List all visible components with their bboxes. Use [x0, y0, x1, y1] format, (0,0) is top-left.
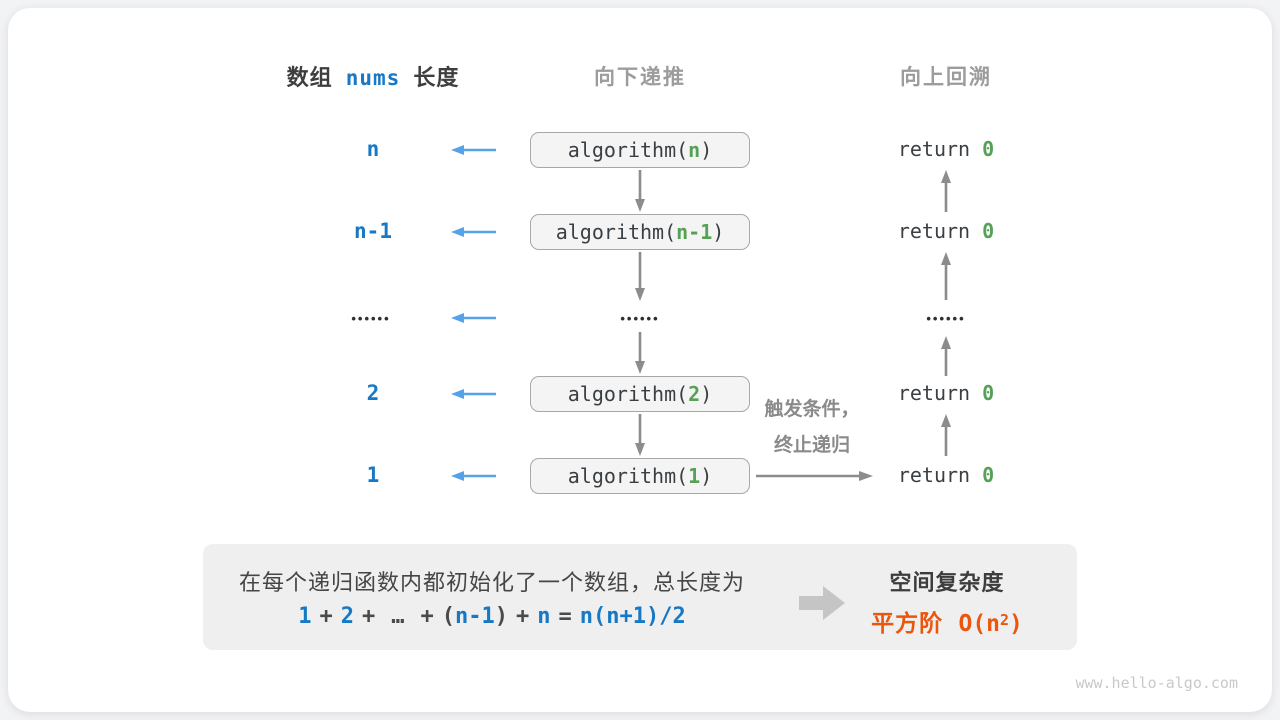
left-arrow-row-ellipsis — [451, 313, 496, 323]
complexity-value: 平方阶 O(n2) — [871, 604, 1023, 638]
up-arrow-4 — [941, 414, 951, 456]
call-box-2: algorithm(2) — [530, 376, 750, 412]
summary-description: 在每个递归函数内都初始化了一个数组，总长度为 — [238, 570, 746, 595]
length-label-n: n — [366, 137, 380, 161]
call-arg-n: n — [688, 138, 701, 162]
down-arrow-4 — [635, 414, 645, 456]
left-arrow-row-n-1 — [451, 227, 496, 237]
formula-result: n(n+1)/2 — [579, 604, 686, 629]
call-arg-1: 1 — [688, 464, 701, 488]
call-arg-2: 2 — [688, 382, 701, 406]
length-ellipsis: •••••• — [351, 311, 391, 326]
return-value: 0 — [982, 219, 995, 243]
return-text-2: return 0 — [897, 381, 995, 405]
length-label-1: 1 — [366, 463, 380, 487]
call-text-1: algorithm(1) — [567, 464, 713, 488]
call-text-n-1: algorithm(n-1) — [555, 220, 725, 244]
header-backtrack-up: 向上回溯 — [900, 66, 992, 89]
summary-box — [203, 544, 1077, 650]
left-arrow-row-1 — [451, 471, 496, 481]
down-arrow-3 — [635, 332, 645, 374]
return-value: 0 — [982, 381, 995, 405]
return-ellipsis: •••••• — [926, 311, 966, 326]
length-label-2: 2 — [366, 381, 380, 405]
call-ellipsis: •••••• — [620, 311, 660, 326]
down-arrow-2 — [635, 252, 645, 301]
formula-term-1: 1 — [298, 604, 312, 629]
return-text-n-1: return 0 — [897, 219, 995, 243]
up-arrow-2 — [941, 252, 951, 300]
base-case-annotation: 触发条件， 终止递归 — [764, 392, 859, 464]
summary-formula: 1+2+…+(n-1)+n=n(n+1)/2 — [298, 604, 686, 629]
return-text-n: return 0 — [897, 137, 995, 161]
call-box-1: algorithm(1) — [530, 458, 750, 494]
base-case-arrow — [756, 471, 873, 481]
complexity-title: 空间复杂度 — [889, 570, 1005, 595]
formula-term-4: n — [537, 604, 551, 629]
block-arrow-icon — [799, 586, 845, 620]
call-arg-n-1: n-1 — [676, 220, 713, 244]
return-value: 0 — [982, 463, 995, 487]
call-box-n-1: algorithm(n-1) — [530, 214, 750, 250]
header-array-suffix: 长度 — [413, 65, 460, 90]
length-label-n-1: n-1 — [354, 219, 392, 243]
annotation-line-1: 触发条件， — [764, 399, 860, 420]
up-arrow-1 — [941, 170, 951, 212]
big-o-notation: O(n2) — [958, 611, 1023, 637]
formula-ellipsis: … — [391, 604, 405, 629]
header-array-code: nums — [345, 66, 401, 90]
formula-term-2: 2 — [340, 604, 355, 629]
call-text-n: algorithm(n) — [567, 138, 713, 162]
return-value: 0 — [982, 137, 995, 161]
annotation-line-2: 终止递归 — [773, 435, 851, 456]
up-arrow-3 — [941, 336, 951, 376]
header-array-length: 数组 nums 长度 — [287, 60, 460, 92]
down-arrow-1 — [635, 170, 645, 212]
call-box-n: algorithm(n) — [530, 132, 750, 168]
left-arrow-row-n — [451, 145, 496, 155]
return-text-1: return 0 — [897, 463, 995, 487]
left-arrow-row-2 — [451, 389, 496, 399]
complexity-order: 平方阶 — [871, 610, 944, 636]
watermark: www.hello-algo.com — [1075, 674, 1238, 692]
header-recurse-down: 向下递推 — [594, 66, 686, 89]
call-text-2: algorithm(2) — [567, 382, 713, 406]
formula-term-3: n-1 — [455, 604, 495, 629]
header-array-prefix: 数组 — [286, 65, 333, 90]
